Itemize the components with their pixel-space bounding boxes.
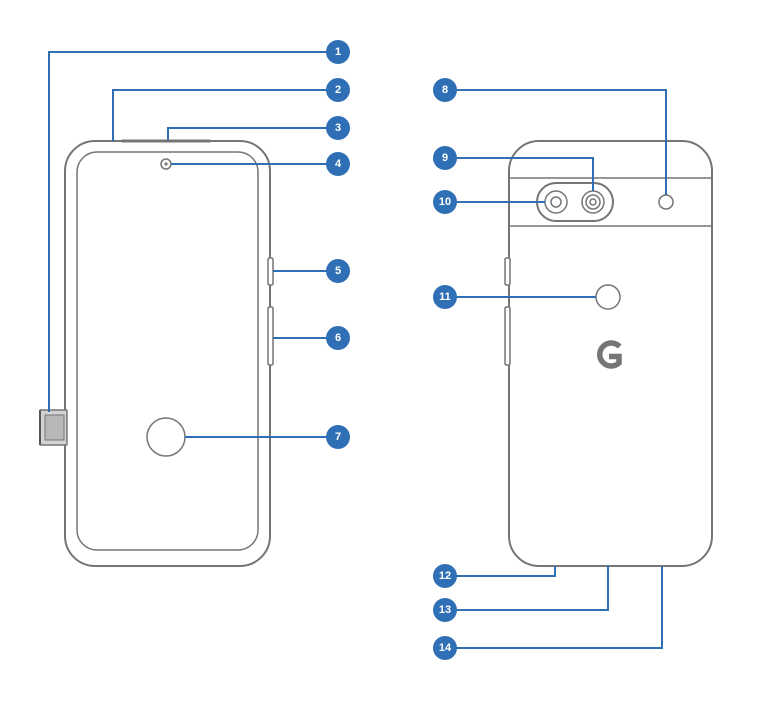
volume-button (267, 257, 274, 286)
front-screen-outline (76, 151, 259, 551)
flash-icon (658, 194, 674, 210)
earpiece-speaker (121, 139, 211, 143)
leader-line-9 (445, 157, 594, 191)
callout-label-10: 10 (439, 196, 451, 208)
callout-label-12: 12 (439, 570, 451, 582)
front-camera-lens (164, 162, 168, 166)
rear-camera-main-icon (581, 190, 605, 214)
callout-label-2: 2 (335, 84, 341, 96)
back-body-outline (508, 140, 713, 567)
power-button (267, 306, 274, 366)
callout-badge-7: 7 (326, 425, 350, 449)
callout-badge-12: 12 (433, 564, 457, 588)
callout-label-9: 9 (442, 152, 448, 164)
callout-badge-5: 5 (326, 259, 350, 283)
fingerprint-sensor-back-icon (595, 284, 621, 310)
callout-label-1: 1 (335, 46, 341, 58)
callout-label-14: 14 (439, 642, 452, 654)
callout-badge-4: 4 (326, 152, 350, 176)
rear-camera-icon (544, 190, 568, 214)
google-g-logo-icon (597, 340, 622, 369)
phone-front-view (39, 139, 274, 567)
camera-module (536, 182, 614, 222)
callout-badge-8: 8 (433, 78, 457, 102)
callout-label-3: 3 (335, 122, 341, 134)
sim-tray-icon (39, 409, 68, 446)
callout-label-6: 6 (335, 332, 341, 344)
callout-badge-6: 6 (326, 326, 350, 350)
callout-label-11: 11 (439, 291, 451, 303)
callout-badge-2: 2 (326, 78, 350, 102)
callout-label-4: 4 (335, 158, 342, 170)
callout-label-13: 13 (439, 604, 451, 616)
callout-label-7: 7 (335, 431, 341, 443)
front-body-outline (64, 140, 271, 567)
callout-badge-3: 3 (326, 116, 350, 140)
phone-back-view (504, 140, 713, 567)
leader-line-2 (112, 89, 338, 141)
back-power-button (504, 306, 511, 366)
back-volume-button (504, 257, 511, 286)
fingerprint-sensor-icon (146, 417, 186, 457)
callout-badge-1: 1 (326, 40, 350, 64)
leader-line-13 (445, 566, 609, 611)
callout-badge-10: 10 (433, 190, 457, 214)
callout-badge-9: 9 (433, 146, 457, 170)
callout-badge-13: 13 (433, 598, 457, 622)
callout-label-5: 5 (335, 265, 341, 277)
callout-badge-11: 11 (433, 285, 457, 309)
callout-badges: 1 2 3 4 5 6 7 8 (326, 40, 457, 660)
leader-line-8 (445, 89, 667, 195)
leader-line-3 (167, 127, 338, 140)
callout-badge-14: 14 (433, 636, 457, 660)
callout-label-8: 8 (442, 84, 448, 96)
leader-line-1 (48, 51, 338, 412)
leader-line-14 (445, 566, 663, 649)
leader-line-12 (445, 566, 556, 577)
